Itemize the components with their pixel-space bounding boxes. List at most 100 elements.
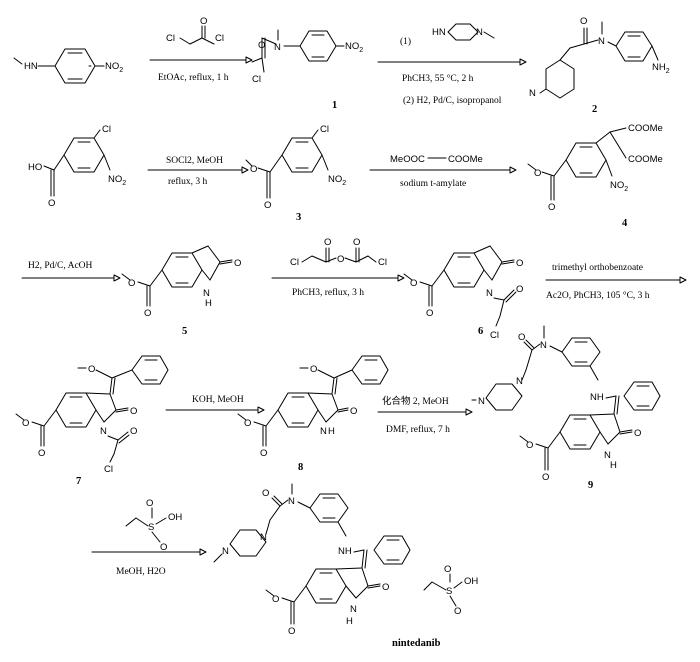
condition-step9-b: DMF, reflux, 7 h	[386, 424, 450, 435]
atom-o: O	[200, 16, 207, 27]
atom-nh: N	[203, 288, 210, 299]
atom-o: O	[454, 606, 461, 617]
reagent-dimethyl-malonate: MeOOC COOMe	[390, 154, 483, 165]
condition-step3-a: SOCl2, MeOH	[166, 156, 223, 166]
compound-7-structure: O O N O Cl O O	[15, 355, 169, 475]
compound-name-nintedanib: nintedanib	[392, 638, 441, 649]
atom-o: O	[144, 308, 151, 319]
compound-number-2: 2	[592, 104, 597, 115]
condition-step8: KOH, MeOH	[192, 395, 244, 405]
condition-step2-b: PhCH3, 55 °C, 2 h	[402, 73, 474, 84]
atom-meooc: MeOOC	[390, 154, 425, 165]
compound-number-3: 3	[296, 212, 301, 223]
atom-n: N	[486, 288, 493, 299]
atom-o: O	[634, 428, 641, 439]
nintedanib-structure: N N O N NH O N H O	[213, 483, 411, 637]
compound-2-structure: N O N NH2	[529, 16, 670, 99]
reactant-n-methyl-4-nitroaniline: HN NO2	[13, 48, 123, 84]
atom-o: O	[260, 448, 267, 459]
atom-no2: NO2	[345, 41, 363, 54]
atom-cl: Cl	[104, 464, 113, 475]
atom-o: O	[518, 332, 525, 343]
compound-number-9: 9	[588, 480, 593, 491]
condition-step3-b: reflux, 3 h	[168, 176, 208, 187]
compound-5-structure: O N H O O	[121, 245, 241, 319]
compound-number-1: 1	[332, 100, 337, 111]
compound-number-5: 5	[182, 326, 187, 337]
atom-n: N	[350, 604, 357, 615]
atom-cl: Cl	[290, 257, 299, 268]
atom-n: N	[320, 426, 327, 437]
atom-o: O	[337, 254, 344, 265]
compound-number-7: 7	[76, 476, 81, 487]
atom-cl: Cl	[102, 124, 111, 135]
compound-number-4: 4	[622, 218, 628, 229]
compound-number-6: 6	[478, 326, 483, 337]
reagent-chloroacetic-anhydride: Cl O O O Cl	[290, 237, 387, 268]
atom-oh: OH	[168, 512, 182, 523]
atom-o: O	[234, 258, 241, 269]
atom-o: O	[244, 418, 251, 429]
atom-o: O	[258, 40, 265, 51]
condition-step10: MeOH, H2O	[116, 567, 166, 577]
atom-o: O	[130, 406, 137, 417]
condition-step5: H2, Pd/C, AcOH	[28, 261, 93, 271]
atom-o: O	[38, 448, 45, 459]
atom-ho: HO	[28, 162, 42, 173]
atom-n: N	[529, 88, 536, 99]
atom-n: N	[100, 426, 107, 437]
atom-o: O	[526, 440, 533, 451]
atom-o: O	[310, 364, 317, 375]
atom-h: H	[328, 426, 335, 437]
atom-no2: NO2	[108, 174, 126, 187]
atom-nh: NH	[590, 392, 604, 403]
atom-cl: Cl	[320, 124, 329, 135]
atom-s: S	[148, 522, 154, 533]
atom-o: O	[130, 426, 137, 437]
atom-n: N	[540, 340, 547, 351]
atom-n: N	[288, 496, 295, 507]
atom-coome: COOMe	[448, 154, 483, 165]
atom-oh: OH	[464, 576, 478, 587]
atom-n: N	[222, 546, 229, 557]
atom-no2: NO2	[328, 174, 346, 187]
atom-o: O	[288, 626, 295, 637]
atom-cl: Cl	[166, 33, 175, 44]
condition-step7-a: trimethyl orthobenzoate	[552, 263, 643, 273]
atom-n: N	[476, 27, 483, 38]
atom-o: O	[146, 498, 153, 509]
atom-coome: COOMe	[628, 123, 663, 134]
condition-step2-a: (1)	[400, 36, 411, 47]
atom-o: O	[580, 16, 587, 27]
atom-cl: Cl	[252, 74, 261, 85]
compound-3-structure: Cl NO2 O O	[245, 124, 346, 211]
atom-o: O	[324, 237, 331, 248]
compound-4-structure: COOMe COOMe NO2 O O	[527, 123, 663, 213]
atom-o: O	[548, 202, 555, 213]
compound-6-structure: O N O Cl O O	[403, 245, 523, 341]
atom-n: N	[604, 450, 611, 461]
atom-o: O	[160, 542, 167, 553]
ethanesulfonic-acid-salt: S OH O O	[423, 564, 478, 617]
atom-o: O	[350, 406, 357, 417]
compound-number-8: 8	[298, 462, 303, 473]
atom-o: O	[262, 488, 269, 499]
atom-o: O	[353, 237, 360, 248]
atom-o: O	[128, 278, 135, 289]
atom-o: O	[22, 418, 29, 429]
atom-o: O	[534, 168, 541, 179]
atom-cl: Cl	[490, 330, 499, 341]
condition-step1: EtOAc, reflux, 1 h	[158, 72, 229, 83]
atom-o: O	[250, 164, 257, 175]
atom-hn: HN	[432, 27, 446, 38]
condition-step7-b: Ac2O, PhCH3, 105 °C, 3 h	[546, 290, 650, 301]
reagent-n-methylpiperazine: HN N	[432, 23, 495, 41]
compound-8-structure: O O N H O O	[237, 355, 389, 459]
atom-n: N	[274, 42, 281, 53]
atom-coome: COOMe	[628, 154, 663, 165]
reactant-4-chloro-3-nitrobenzoic-acid: Cl NO2 O HO	[28, 124, 126, 209]
atom-no2: NO2	[610, 180, 628, 193]
atom-o: O	[264, 200, 271, 211]
atom-cl: Cl	[378, 257, 387, 268]
